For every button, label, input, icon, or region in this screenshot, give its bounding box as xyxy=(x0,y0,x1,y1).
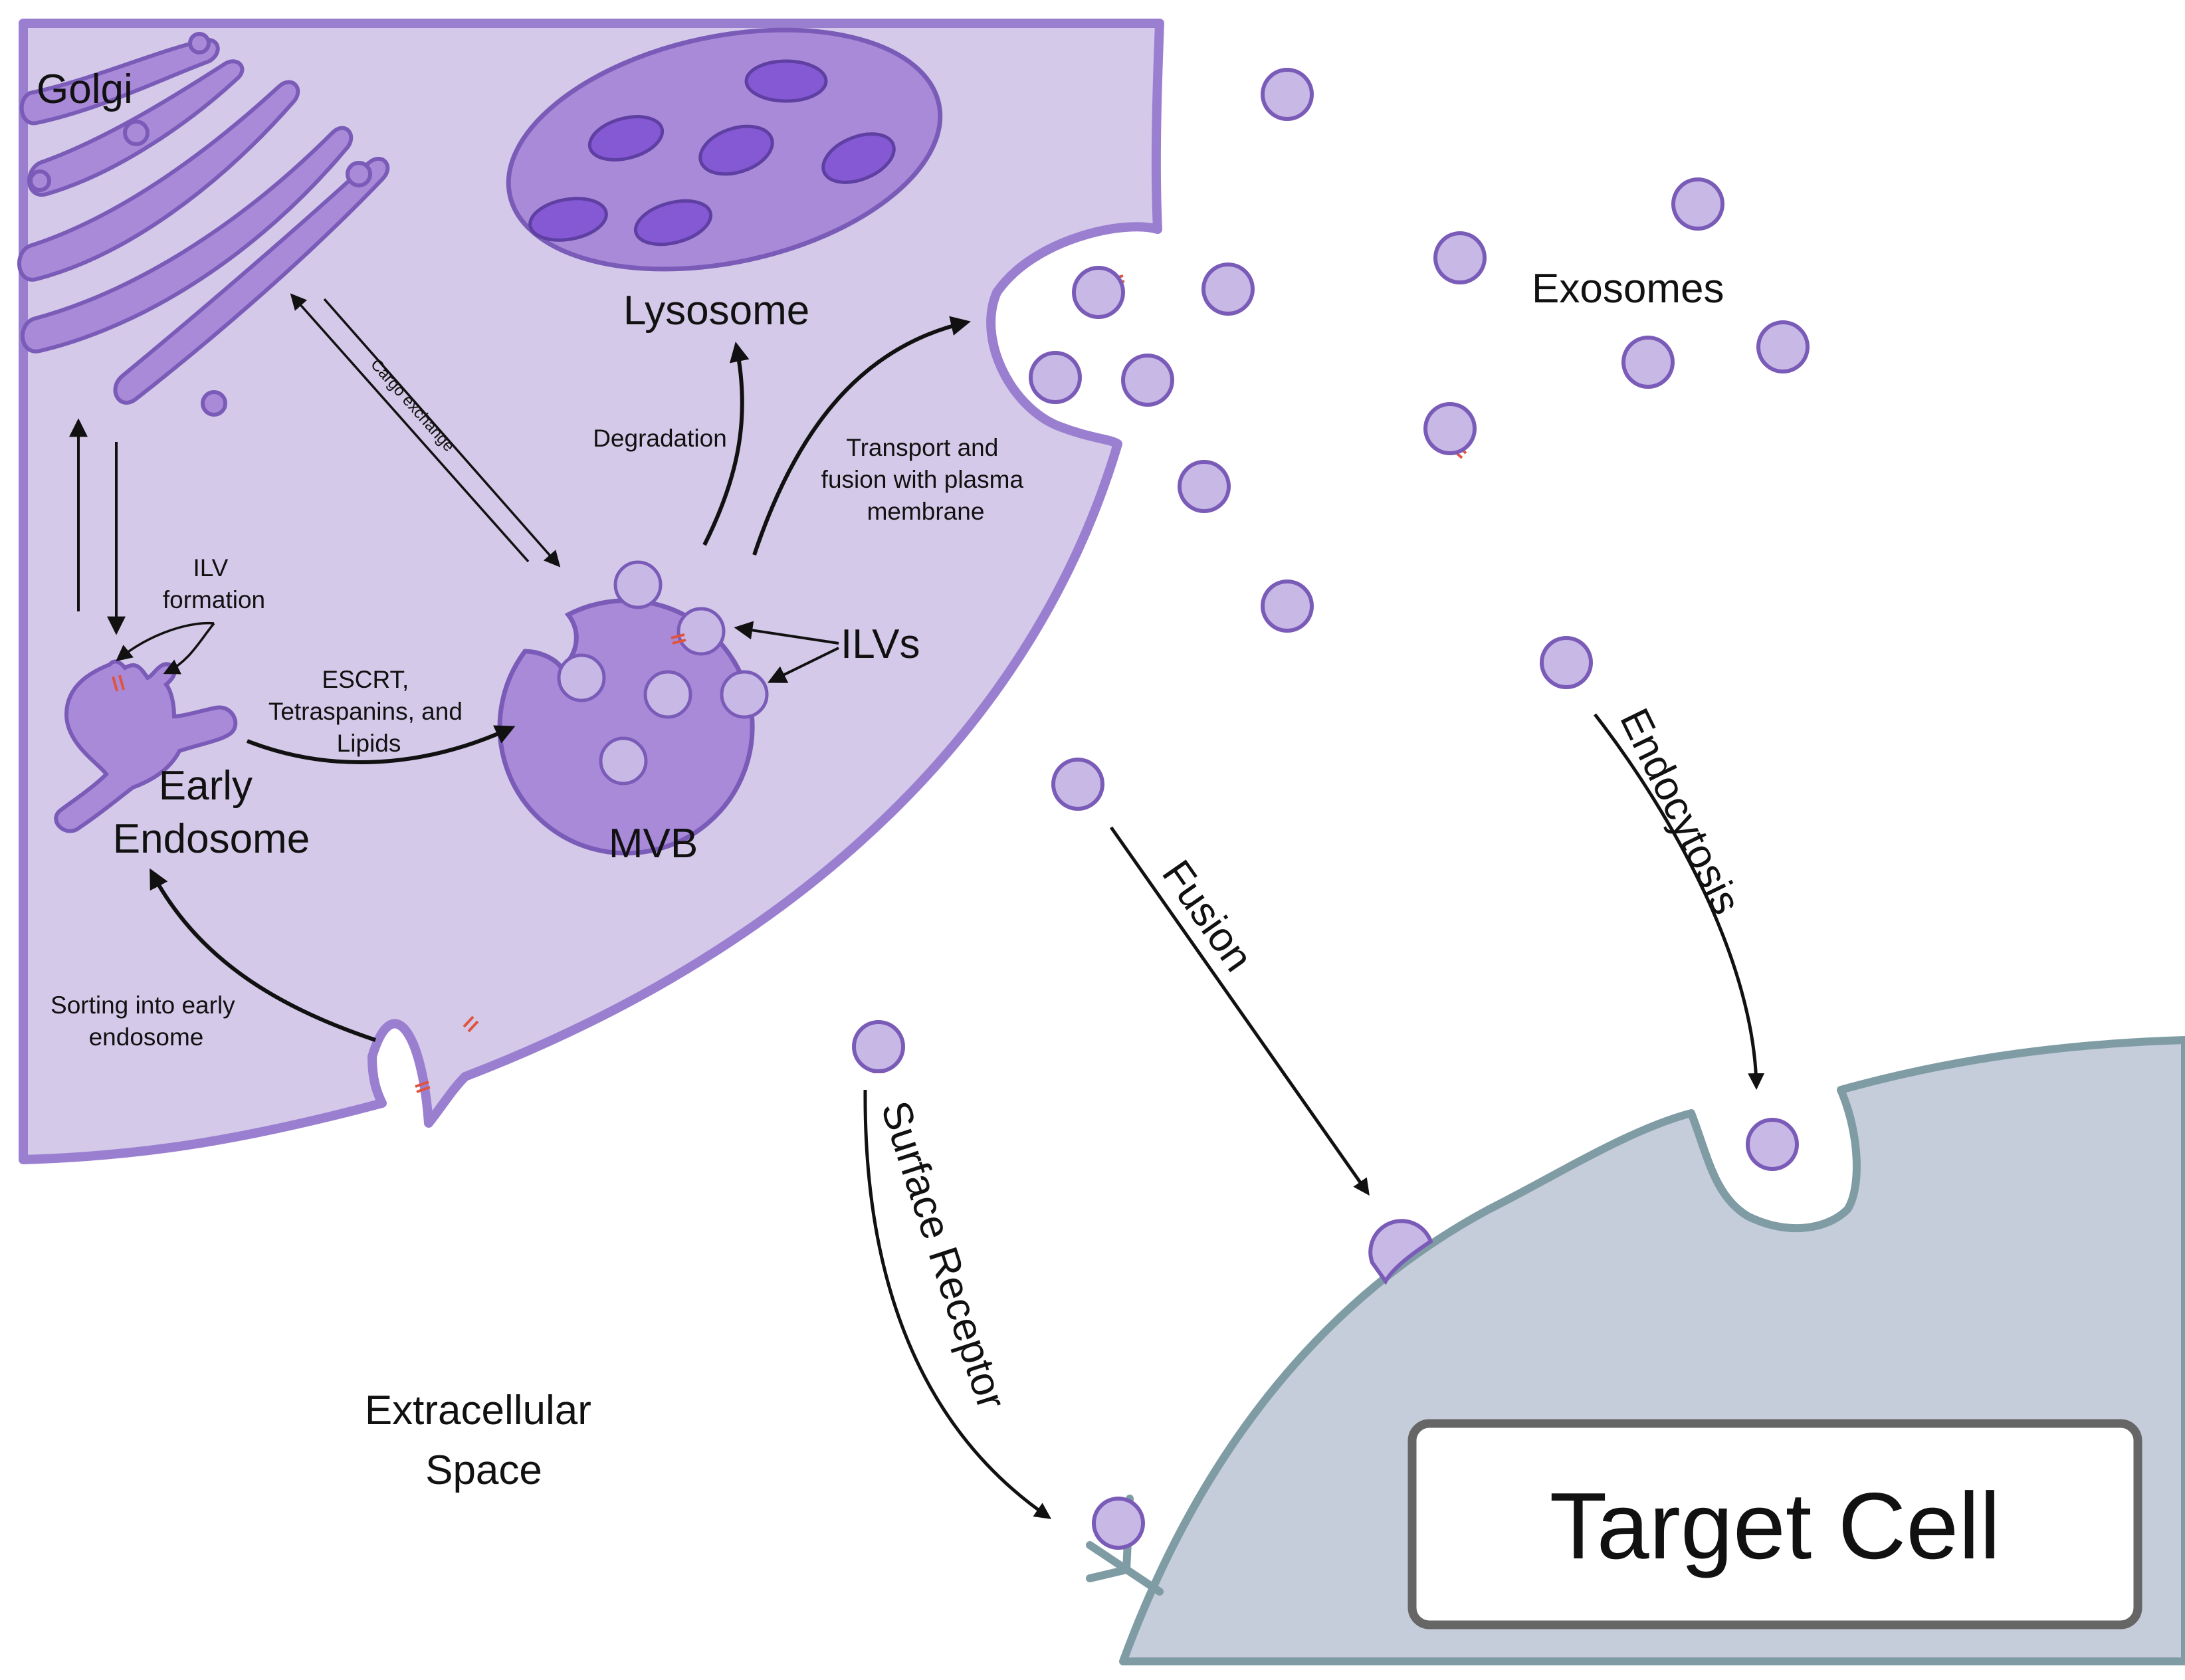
extracellular-space-label-line: Space xyxy=(425,1447,542,1493)
golgi-vesicle xyxy=(346,161,372,187)
exosome xyxy=(1433,231,1487,284)
multivesicular-body xyxy=(497,560,769,856)
extracellular-space-label: Extracellular Space xyxy=(365,1388,603,1493)
cargo-marker xyxy=(671,633,686,645)
target-cell-label: Target Cell xyxy=(1550,1473,2001,1579)
extracellular-space-label-line: Extracellular xyxy=(365,1388,591,1433)
degradation-arrow xyxy=(702,342,750,546)
mvb-label: MVB xyxy=(609,821,698,867)
exosome xyxy=(1121,354,1174,407)
exosome xyxy=(1178,460,1231,513)
escrt-arrow xyxy=(246,725,516,765)
ilvs-pointer-arrow xyxy=(767,647,839,683)
transport-label-line: fusion with plasma xyxy=(821,466,1024,493)
golgi-cisterna xyxy=(19,37,220,126)
ilv-vesicle xyxy=(613,560,663,609)
sorting-label: Sorting into early endosome xyxy=(51,992,242,1051)
ilv-formation-arrow xyxy=(163,622,215,675)
golgi-vesicle xyxy=(29,169,51,192)
endocytosis-arrow xyxy=(1594,713,1765,1090)
early-endosome-label-line: Early xyxy=(159,763,253,809)
exosome-fusing xyxy=(1368,1219,1433,1285)
ilv-vesicle xyxy=(643,670,692,719)
escrt-label-line: Tetraspanins, and xyxy=(268,698,463,725)
ilv-vesicle xyxy=(676,607,726,656)
exosome xyxy=(1261,579,1314,633)
cargo-exchange-arrow-down xyxy=(323,298,561,568)
exosome xyxy=(1746,1118,1799,1171)
surface-receptor-arrow xyxy=(863,1089,1052,1519)
ilv-formation-label-line: formation xyxy=(163,586,265,613)
secreting-cell xyxy=(19,19,1164,1164)
early-endosome-label-line: Endosome xyxy=(113,816,310,862)
cargo-marker xyxy=(112,675,125,692)
cargo-marker xyxy=(415,1081,431,1093)
ilv-formation-label: ILV formation xyxy=(163,554,265,613)
exosome xyxy=(1756,320,1810,373)
golgi-label: Golgi xyxy=(37,66,133,112)
ilvs-label: ILVs xyxy=(841,621,920,667)
cargo-exchange-arrow-up xyxy=(290,293,530,563)
sorting-label-line: endosome xyxy=(89,1023,204,1051)
cell-membrane xyxy=(19,19,1164,1164)
golgi-cisterna xyxy=(21,126,354,354)
fusion-label: Fusion xyxy=(1153,852,1261,980)
golgi-cisterna xyxy=(17,80,300,282)
lysosome-granule xyxy=(821,132,896,184)
target-cell-label-frame xyxy=(1407,1419,2142,1629)
exosome xyxy=(1201,262,1255,316)
escrt-label-line: Lipids xyxy=(337,730,401,757)
lysosome-granule xyxy=(633,199,713,247)
exosome xyxy=(1423,402,1477,455)
sorting-label-line: Sorting into early xyxy=(51,992,235,1019)
early-endosome-label: Early Endosome xyxy=(113,763,310,862)
escrt-label: ESCRT, Tetraspanins, and Lipids xyxy=(268,666,469,757)
ilv-formation-label-line: ILV xyxy=(193,554,228,581)
transport-label-line: Transport and xyxy=(846,434,998,461)
escrt-label-line: ESCRT, xyxy=(322,666,409,693)
lysosome xyxy=(506,27,943,272)
exosome xyxy=(1092,1497,1145,1550)
lysosome-granule xyxy=(698,124,774,176)
cargo-marker xyxy=(463,1015,479,1033)
exosome xyxy=(1621,336,1675,389)
lysosome-granule xyxy=(587,115,665,161)
golgi-vesicle xyxy=(188,32,211,54)
exosome xyxy=(1671,177,1724,231)
exosome xyxy=(1261,68,1314,121)
golgi-vesicle xyxy=(123,120,150,146)
transport-label: Transport and fusion with plasma membran… xyxy=(821,434,1031,525)
exosome xyxy=(1072,266,1125,319)
golgi-vesicle xyxy=(201,390,227,417)
ilv-vesicle xyxy=(720,670,769,719)
surface-receptor-label: Surface Receptor xyxy=(872,1096,1015,1415)
surface-receptor-arm xyxy=(1086,1566,1130,1582)
ilv-vesicle xyxy=(599,736,648,786)
exosome xyxy=(852,1020,905,1073)
ilv-vesicle xyxy=(557,653,606,702)
sorting-arrow xyxy=(150,868,376,1042)
transport-label-line: membrane xyxy=(867,498,985,525)
exosome xyxy=(1051,758,1104,811)
golgi-apparatus xyxy=(17,32,390,417)
lysosome-granule xyxy=(528,197,608,242)
endocytosis-label: Endocytosis xyxy=(1611,702,1750,922)
exosome xyxy=(1540,636,1593,689)
exosome xyxy=(1029,351,1082,404)
degradation-label: Degradation xyxy=(593,425,727,452)
exosomes-label: Exosomes xyxy=(1532,266,1724,312)
ilvs-pointer-arrow xyxy=(734,621,839,645)
early-endosome-body xyxy=(54,659,238,833)
lysosome-granule xyxy=(744,59,828,103)
lysosome-label: Lysosome xyxy=(623,288,809,334)
transport-arrow xyxy=(752,316,971,556)
target-cell-label-box: Target Cell xyxy=(1407,1419,2142,1629)
exosomes xyxy=(852,68,1810,1550)
golgi-cisterna xyxy=(113,157,390,405)
fusion-arrow xyxy=(1109,826,1370,1196)
ilv-formation-arrow xyxy=(116,621,215,662)
early-endosome xyxy=(54,659,238,833)
